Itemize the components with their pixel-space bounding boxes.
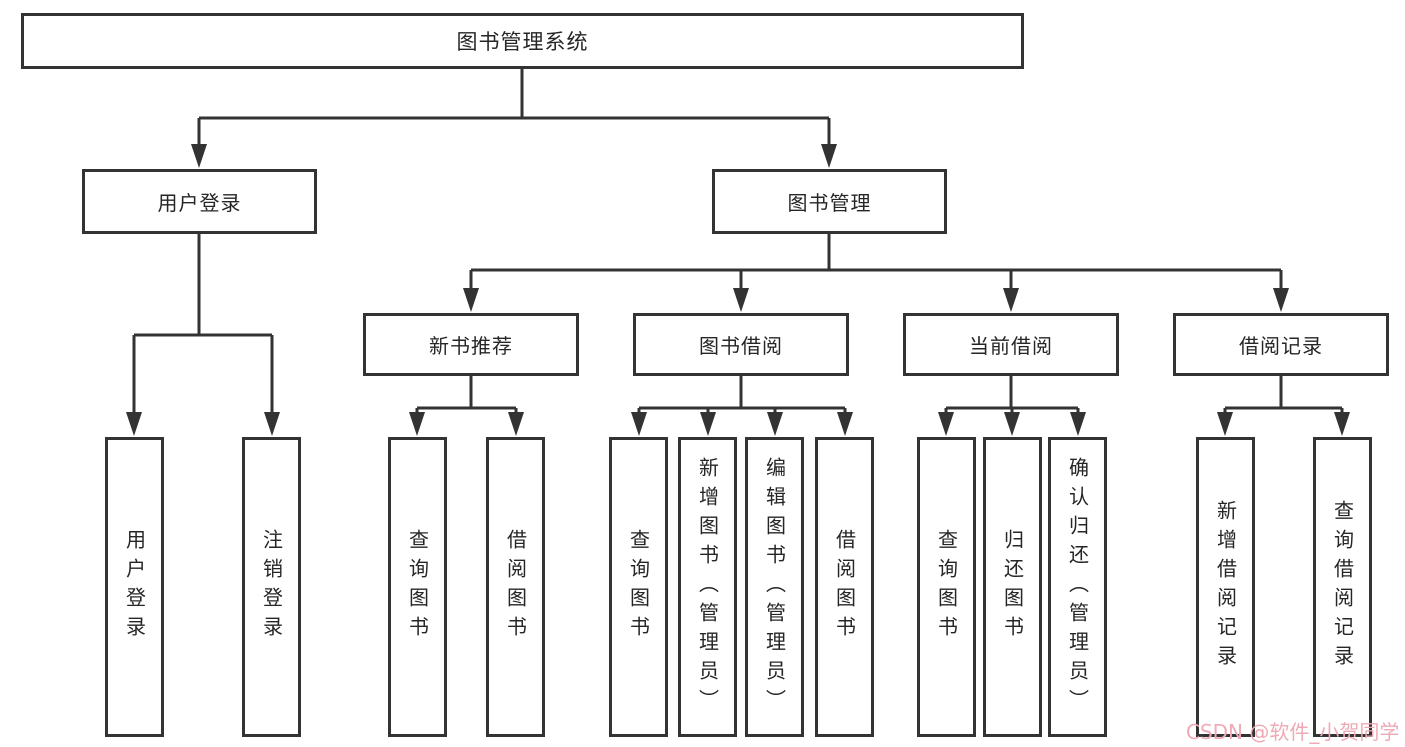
node-borrow-records: 借阅记录 [1173,313,1389,376]
leaf-confirm-return-admin: 确认归还（管理员） [1048,437,1107,737]
node-book-borrow: 图书借阅 [633,313,849,376]
node-label: 图书管理 [787,191,872,215]
leaf-add-book-admin: 新增图书（管理员） [678,437,737,737]
arrow-down-icon [1217,412,1233,436]
leaf-label: 新增借阅记录 [1213,500,1238,674]
arrow-down-icon [508,412,524,436]
node-root-label: 图书管理系统 [456,30,589,54]
arrow-down-icon [1334,412,1350,436]
node-label: 用户登录 [157,191,242,215]
leaf-return-book: 归还图书 [983,437,1042,737]
arrow-down-icon [938,412,954,436]
leaf-query-book-borrow: 查询图书 [609,437,668,737]
arrow-down-icon [191,144,207,168]
arrow-down-icon [631,412,647,436]
node-root: 图书管理系统 [21,13,1024,69]
leaf-label: 查询借阅记录 [1330,500,1355,674]
node-label: 借阅记录 [1239,334,1323,358]
leaf-user-login: 用户登录 [105,437,164,737]
node-book-management: 图书管理 [712,169,947,234]
arrow-down-icon [837,412,853,436]
leaf-label: 新增图书（管理员） [695,456,720,718]
arrow-down-icon [126,412,142,436]
leaf-label: 借阅图书 [503,529,528,645]
leaf-label: 注销登录 [259,529,284,645]
leaf-label: 用户登录 [122,529,147,645]
leaf-label: 确认归还（管理员） [1065,456,1090,718]
arrow-down-icon [733,288,749,312]
leaf-add-borrow-record: 新增借阅记录 [1196,437,1255,737]
arrow-down-icon [1070,412,1086,436]
node-label: 当前借阅 [969,334,1053,358]
arrow-down-icon [1273,288,1289,312]
leaf-label: 编辑图书（管理员） [762,456,787,718]
leaf-edit-book-admin: 编辑图书（管理员） [745,437,804,737]
arrow-down-icon [409,412,425,436]
node-new-book-recommend: 新书推荐 [363,313,579,376]
csdn-watermark: CSDN @软件_小贺同学 [1186,720,1400,744]
arrow-down-icon [821,144,837,168]
leaf-borrow-book-recommend: 借阅图书 [486,437,545,737]
node-user-login: 用户登录 [82,169,317,234]
arrow-down-icon [700,412,716,436]
node-label: 新书推荐 [429,334,513,358]
leaf-label: 借阅图书 [832,529,857,645]
leaf-query-book-recommend: 查询图书 [388,437,447,737]
leaf-query-book-current: 查询图书 [917,437,976,737]
arrow-down-icon [767,412,783,436]
leaf-logout: 注销登录 [242,437,301,737]
arrow-down-icon [264,412,280,436]
leaf-label: 查询图书 [405,529,430,645]
leaf-label: 归还图书 [1000,529,1025,645]
arrow-down-icon [1003,288,1019,312]
node-label: 图书借阅 [699,334,783,358]
leaf-borrow-book: 借阅图书 [815,437,874,737]
leaf-label: 查询图书 [626,529,651,645]
leaf-query-borrow-record: 查询借阅记录 [1313,437,1372,737]
leaf-label: 查询图书 [934,529,959,645]
arrow-down-icon [1004,412,1020,436]
node-current-borrow: 当前借阅 [903,313,1119,376]
arrow-down-icon [463,288,479,312]
